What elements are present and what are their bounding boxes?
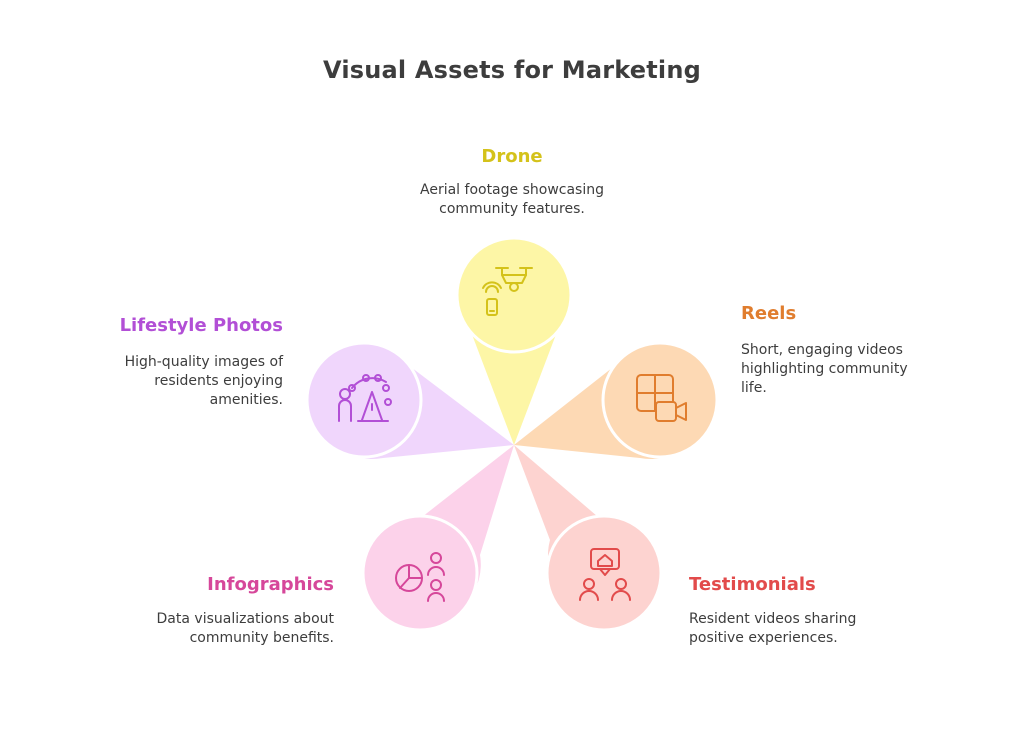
label-reels: Reels [741, 303, 797, 324]
petal-testimonials [514, 445, 663, 632]
label-drone: Drone [481, 146, 543, 167]
desc-line: amenities. [209, 392, 283, 408]
video-grid-icon [636, 374, 687, 422]
page-title: Visual Assets for Marketing [322, 56, 702, 84]
desc-line: life. [741, 380, 767, 396]
ferris-wheel-person-icon [338, 374, 392, 422]
desc-line: Data visualizations about [156, 611, 334, 627]
desc-line: Short, engaging videos [741, 342, 903, 358]
desc-line: Aerial footage showcasing [420, 182, 604, 198]
desc-line: highlighting community [741, 361, 908, 377]
desc-line: residents enjoying [154, 373, 283, 389]
petal-lifestyle [305, 341, 514, 460]
desc-line: positive experiences. [689, 630, 838, 646]
petal-reels [514, 341, 719, 460]
label-testimonials: Testimonials [689, 574, 816, 595]
desc-lifestyle: High-quality images of residents enjoyin… [33, 353, 283, 410]
label-lifestyle: Lifestyle Photos [119, 315, 283, 336]
desc-line: Resident videos sharing [689, 611, 857, 627]
label-infographics: Infographics [207, 574, 334, 595]
drone-icon [482, 267, 533, 316]
desc-line: community features. [439, 201, 585, 217]
desc-line: community benefits. [189, 630, 334, 646]
desc-reels: Short, engaging videos highlighting comm… [741, 341, 1001, 398]
petal-infographics [361, 445, 514, 632]
desc-drone: Aerial footage showcasing community feat… [380, 181, 644, 219]
pie-chart-people-icon [395, 552, 445, 602]
people-speech-icon [579, 548, 631, 601]
desc-line: High-quality images of [124, 354, 283, 370]
desc-testimonials: Resident videos sharing positive experie… [689, 610, 989, 648]
desc-infographics: Data visualizations about community bene… [84, 610, 334, 648]
